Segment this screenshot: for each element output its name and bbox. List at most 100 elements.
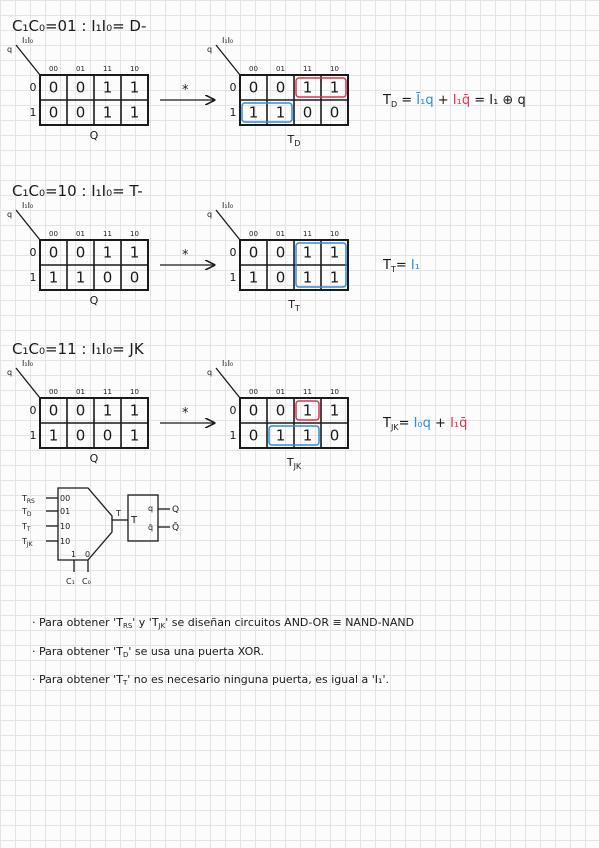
kmap-cell: 1 <box>303 402 313 420</box>
kmap-cell: 0 <box>103 427 113 445</box>
formula-part: T <box>382 93 391 108</box>
note-line: · Para obtener 'TT' no es necesario ning… <box>32 673 389 687</box>
note-symbol: T <box>115 673 123 686</box>
kmap-group-blue <box>268 425 320 446</box>
column-header: 10 <box>130 65 139 73</box>
note-subscript: T <box>122 679 128 687</box>
column-header: 00 <box>249 230 258 238</box>
axis-label-top: I₁I₀ <box>222 201 233 210</box>
input-main: T <box>21 537 27 546</box>
kmap-cell: 0 <box>249 244 259 262</box>
arrow-label: * <box>182 248 189 263</box>
kmap-group-red <box>295 77 347 98</box>
formula: TT= I₁ <box>382 258 420 274</box>
column-header: 01 <box>76 388 85 396</box>
kmap-cell: 0 <box>76 104 86 122</box>
caption-sub: JK <box>293 462 302 471</box>
note-symbol: T <box>115 645 123 658</box>
arrow-label: * <box>182 83 189 98</box>
axis-label-top: I₁I₀ <box>222 36 233 45</box>
row-header: 1 <box>30 271 37 284</box>
kmap-cell: 1 <box>303 269 313 287</box>
arrow-label: * <box>182 406 189 421</box>
kmap-cell: 0 <box>49 244 59 262</box>
axis-label-top: I₁I₀ <box>22 359 33 368</box>
input-main: T <box>21 507 27 516</box>
mux-diagram <box>46 487 170 572</box>
section-heading: C₁C₀=11 : I₁I₀= JK <box>12 340 145 358</box>
mux-input-label: TJK <box>21 537 34 548</box>
ff-qbar-label: q̄ <box>148 523 153 532</box>
kmap-cell: 0 <box>76 79 86 97</box>
caption-main: T <box>286 456 294 469</box>
axis-label-top: I₁I₀ <box>22 36 33 45</box>
row-header: 0 <box>230 404 237 417</box>
column-header: 10 <box>330 388 339 396</box>
ff-q-label: q <box>148 504 153 513</box>
column-header: 10 <box>130 230 139 238</box>
row-header: 0 <box>30 81 37 94</box>
kmap-cell: 0 <box>249 427 259 445</box>
kmap-cell: 1 <box>330 402 340 420</box>
row-header: 0 <box>30 404 37 417</box>
formula-part: + <box>431 416 450 431</box>
kmap-cell: 1 <box>249 104 259 122</box>
row-header: 1 <box>230 429 237 442</box>
caption-sub: D <box>294 139 300 148</box>
kmap-cell: 0 <box>103 269 113 287</box>
kmap-cell: 0 <box>276 244 286 262</box>
kmap-cell: 1 <box>103 104 113 122</box>
kmap-cell: 0 <box>249 79 259 97</box>
out-q-label: Q <box>172 505 179 515</box>
axis-label-top: I₁I₀ <box>22 201 33 210</box>
mux-code: 10 <box>60 537 70 546</box>
kmap-cell: 1 <box>103 244 113 262</box>
formula-part: = <box>397 93 416 108</box>
caption-sub: T <box>294 304 300 313</box>
column-header: 00 <box>49 65 58 73</box>
kmap-cell: 1 <box>49 269 59 287</box>
section-heading: C₁C₀=10 : I₁I₀= T- <box>12 182 143 200</box>
formula-part: JK <box>390 423 399 432</box>
kmap-cell: 1 <box>303 427 313 445</box>
kmap-cell: 1 <box>276 104 286 122</box>
formula-part: = <box>396 258 411 273</box>
column-header: 01 <box>76 65 85 73</box>
note-subscript: JK <box>158 622 166 630</box>
column-header: 11 <box>303 65 312 73</box>
kmap-cell: 1 <box>303 79 313 97</box>
formula: TD = Ī₁q + I₁q̄ = I₁ ⊕ q <box>382 93 526 109</box>
note-text: ' no es necesario ninguna puerta, es igu… <box>127 673 389 686</box>
mux-input-label: TT <box>21 522 31 533</box>
caption-main: T <box>287 298 295 311</box>
column-header: 11 <box>103 65 112 73</box>
row-header: 1 <box>30 429 37 442</box>
kmap-cell: 1 <box>330 244 340 262</box>
kmap-cell: 0 <box>330 427 340 445</box>
section-heading: C₁C₀=01 : I₁I₀= D- <box>12 17 146 35</box>
note-text: ' se diseñan circuitos AND-OR ≡ NAND-NAN… <box>165 616 414 629</box>
input-sub: T <box>26 526 31 533</box>
kmap-cell: 1 <box>330 269 340 287</box>
formula-part: = <box>399 416 414 431</box>
formula: TJK= I₀q + I₁q̄ <box>382 416 467 432</box>
formula-part: I₁q̄ <box>453 93 470 108</box>
axis-label-side: q <box>207 45 212 54</box>
kmap-cell: 0 <box>76 427 86 445</box>
row-header: 0 <box>230 246 237 259</box>
note-text: ' se usa una puerta XOR. <box>128 645 264 658</box>
kmap-caption: Q <box>90 129 99 142</box>
formula-part: T <box>382 416 391 431</box>
formula-part: = I₁ ⊕ q <box>470 93 526 108</box>
kmap-cell: 1 <box>103 402 113 420</box>
input-sub: RS <box>27 498 35 505</box>
axis-label-side: q <box>7 368 12 377</box>
row-header: 1 <box>30 106 37 119</box>
kmap-cell: 1 <box>249 269 259 287</box>
flipflop-box <box>127 494 159 542</box>
column-header: 01 <box>276 65 285 73</box>
